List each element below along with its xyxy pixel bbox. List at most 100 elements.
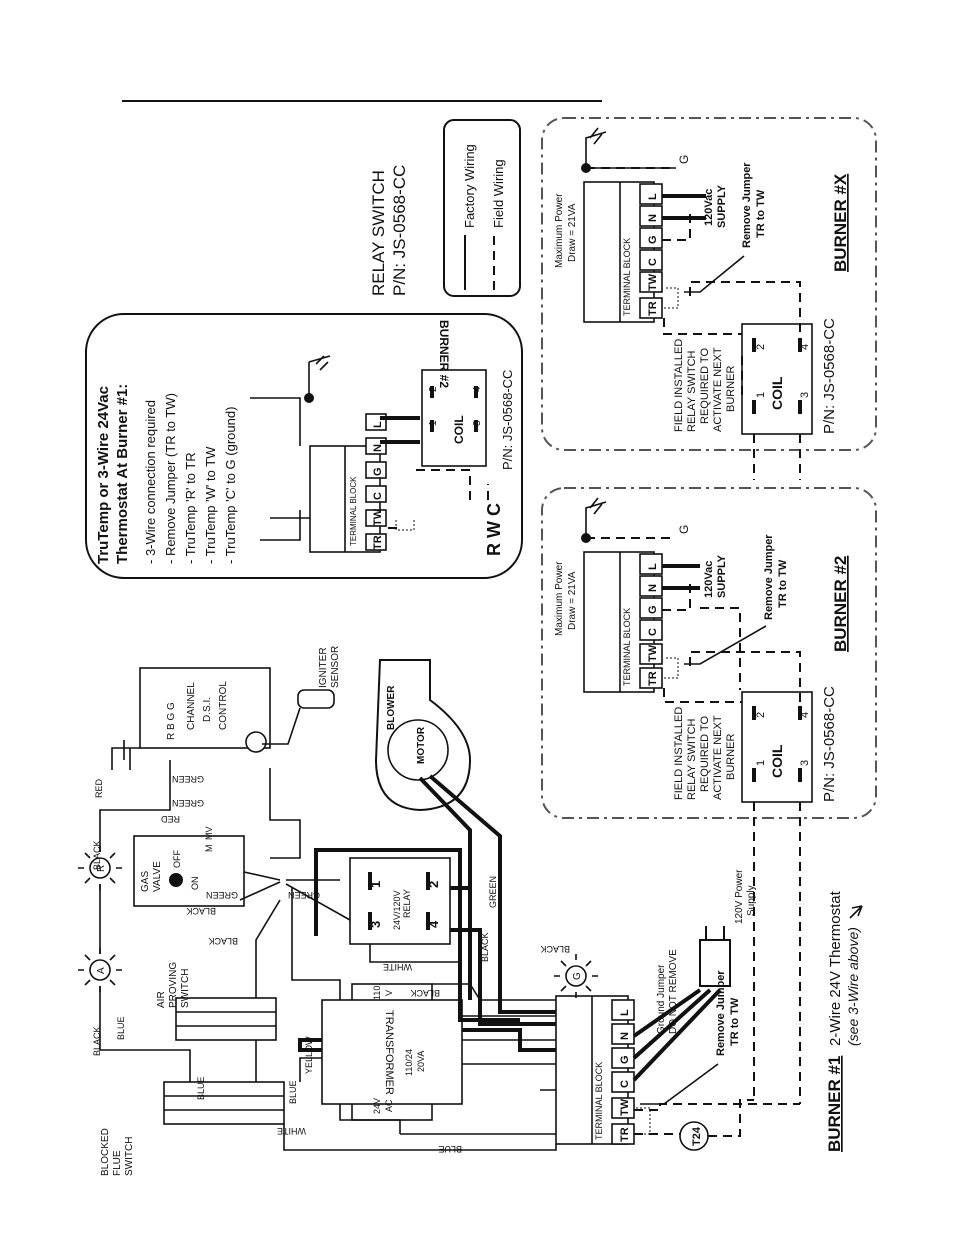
wire-label-red: RED [94,778,104,798]
wire-label-black: BLACK [186,906,216,916]
burner-x-note: RELAY SWITCH [686,350,698,432]
lamp-g-label: G [572,972,583,980]
transformer-primary: 110 [372,986,382,1000]
gas-valve-label: GAS [140,871,151,892]
lamp-a-label: A [96,967,107,974]
burner-1-terminal: G [619,1055,631,1064]
blower-label: BLOWER [386,685,397,730]
burner-1-group: BLOCKED FLUE SWITCH AIR PROVING SWITCH A… [78,646,863,1176]
burner-x-g: G [677,155,691,164]
dsi-control [139,667,271,749]
lamp-g [565,965,587,987]
burner-2-label: BURNER #2 [831,556,850,652]
note-pin: 2 [428,386,439,392]
relay-pin: 4 [426,920,441,928]
burner-2-note: RELAY SWITCH [686,718,698,800]
blocked-flue-switch [163,1081,285,1125]
burner-2-supply: 120Vac [703,561,715,598]
burner-2-max-power: Maximum Power [554,561,565,636]
ground-jumper-label: Ground Jumper [656,964,667,1034]
thermostat-note-item: - 3-Wire connection required [143,400,158,564]
burner-2-pin: 2 [755,712,767,718]
note-pin: 1 [428,420,439,426]
wire-label-blue: BLUE [196,1076,206,1100]
note-coil-label: COIL [452,415,466,444]
dsi-label: CONTROL [218,681,229,730]
wire-label-blue: BLUE [288,1080,298,1104]
burner-2-supply: SUPPLY [716,554,728,598]
blocked-flue-label: FLUE [112,1150,123,1176]
relay-24v-120v [349,857,451,945]
thermostat-note-item: - TruTemp 'R' to TR [183,452,198,564]
burner-x-terminal: L [647,193,659,200]
burner-x-jumper: TR to TW [755,189,767,238]
thermostat-note-item: - TruTemp 'W' to TW [203,446,218,564]
air-proving-switch [175,997,277,1041]
legend: Factory Wiring Field Wiring RELAY SWITCH… [369,119,521,297]
thermostat-note-item: - TruTemp 'C' to G (ground) [223,407,238,564]
burner-2-terminal: C [647,628,659,636]
gas-valve-m: M [204,845,214,853]
note-terminal-label: L [372,421,384,428]
legend-field-label: Field Wiring [491,159,506,228]
burner-1-see: (see 3-Wire above) [845,927,861,1046]
burner-2-g: G [677,525,691,534]
wire-label-blue: BLUE [438,1144,462,1154]
note-part-number: P/N: JS-0568-CC [500,370,515,470]
wire-label-black: BLACK [410,988,440,998]
thermostat-label: T24 [691,1126,703,1146]
lamp-r-label: R [96,865,107,872]
legend-part-number: P/N: JS-0568-CC [390,165,409,296]
note-terminal-label: G [372,467,384,476]
legend-factory-label: Factory Wiring [462,144,477,228]
burner-x-pin: 2 [755,344,767,350]
air-proving-label: PROVING [168,962,179,1008]
thermostat-note-item: - Remove Jumper (TR to TW) [163,393,178,564]
thermostat-note-line1: TruTemp or 3-Wire 24Vac [95,386,112,564]
gas-valve-label: VALVE [152,861,163,892]
dsi-terminal [245,731,267,753]
burner-x-pin: 4 [799,344,811,350]
burner-x-pin: 3 [799,392,811,398]
burner-2-pin: 3 [799,760,811,766]
burner-1-label: BURNER #1 [825,1056,844,1152]
burner-x-supply: SUPPLY [716,184,728,228]
wire-label-green: GREEN [206,890,238,900]
gas-valve-off: OFF [172,850,182,868]
wire-label-green: GREEN [172,774,204,784]
motor-label: MOTOR [416,726,427,764]
blower-motor [387,719,449,781]
dsi-label: D.S.I. [202,697,213,722]
relay-pin: 1 [368,881,383,888]
relay-label: RELAY [402,889,412,918]
note-burner-label: BURNER #2 [437,320,451,388]
wire-label-green: GREEN [172,798,204,808]
power-label: Supply [746,885,757,916]
transformer-primary: V [384,990,394,996]
burner-2-terminal-block-label: TERMINAL BLOCK [622,608,632,686]
wire-label-black: BLACK [92,840,102,870]
blocked-flue-label: SWITCH [124,1137,135,1176]
wire-label-white: WHITE [383,962,412,972]
power-plug [699,926,731,987]
burner-2-terminal: TW [647,644,659,662]
wire-label-black: BLACK [480,932,490,962]
burner-2-outline [541,487,877,819]
burner-2-note: REQUIRED TO [699,716,711,792]
burner-1-terminal-block-label: TERMINAL BLOCK [594,1062,604,1140]
relay-pin: 3 [368,921,383,928]
burner-2-pin: 1 [755,760,767,766]
burner-2-part-number: P/N: JS-0568-CC [821,686,838,802]
relay-label: 24V/120V [392,890,402,930]
burner-2-jumper: Remove Jumper [763,534,775,620]
transformer-rating: 20VA [416,1051,426,1072]
burner-2-note: FIELD INSTALLED [673,707,685,800]
burner-1-jumper: Remove Jumper [715,970,727,1056]
burner-x-terminal: N [647,214,659,222]
wire-color-labels: BLACK BLUE BLUE BLUE BLUE YELLOW WHITE W… [92,774,570,1154]
air-proving-label: SWITCH [180,969,191,1008]
burner-x-terminal: C [647,258,659,266]
gas-valve [133,835,245,907]
lamp-a [89,959,111,981]
burner-x-note: ACTIVATE NEXT [712,347,724,432]
